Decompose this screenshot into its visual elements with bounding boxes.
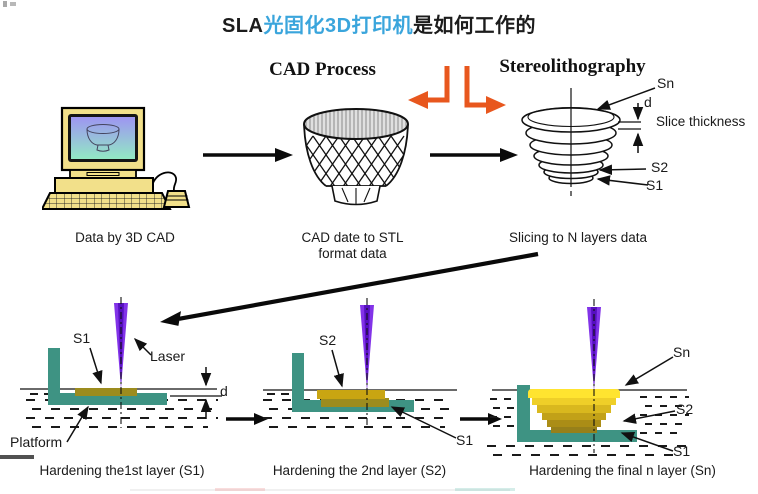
cad-cup-on-screen <box>86 124 120 152</box>
title-suffix: 是如何工作的 <box>413 15 537 37</box>
printed-part-layers <box>528 389 620 433</box>
flow-arrow-right-icon <box>226 413 268 425</box>
computer-caption: Data by 3D CAD <box>75 230 175 245</box>
slice-s2-label: S2 <box>651 159 669 175</box>
mouse <box>152 171 191 208</box>
cropped-next-figure-edge <box>215 488 265 491</box>
title-prefix: SLA <box>221 15 264 37</box>
stereolithography-heading: Stereolithography <box>499 56 646 77</box>
stage1-d-label: d <box>220 383 228 399</box>
slice-thickness-label: Slice thickness <box>656 114 746 129</box>
stage2-s1-label: S1 <box>456 432 474 448</box>
annotation-arrows <box>596 87 656 186</box>
stage3-hardening-sn <box>487 299 689 456</box>
stage3-caption: Hardening the final n layer (Sn) <box>529 463 716 478</box>
monitor <box>60 106 146 179</box>
stage1-caption: Hardening the1st layer (S1) <box>39 463 205 478</box>
cad-process-heading: CAD Process <box>269 59 376 80</box>
stage2-s2-label: S2 <box>319 332 337 348</box>
stage3-sn-label: Sn <box>673 344 691 360</box>
stl-mesh-vase <box>303 108 409 206</box>
stage1-laser-label: Laser <box>150 348 186 364</box>
cropped-next-figure-edge <box>130 489 510 491</box>
cad-to-stl-caption-line1: CAD date to STL <box>301 230 404 245</box>
computer-case <box>54 177 154 194</box>
resin-liquid-dashes <box>487 396 689 456</box>
edge-artifact <box>0 455 34 459</box>
stage3-s2-label: S2 <box>676 401 694 417</box>
corner-artifact <box>10 2 16 6</box>
stage1-hardening-s1 <box>20 297 222 443</box>
slice-ellipses <box>521 106 621 185</box>
hardened-layer-s1 <box>321 398 389 407</box>
vase-top-face <box>303 108 409 140</box>
corner-artifact <box>3 1 7 7</box>
annotation-arrows <box>620 356 676 452</box>
hardened-layer-s1 <box>75 388 137 396</box>
hardened-layer-s2 <box>317 390 385 399</box>
stage2-hardening-s2 <box>263 298 457 439</box>
annotation-arrows <box>331 349 457 439</box>
cropped-next-figure-edge <box>455 488 515 491</box>
slicing-caption: Slicing to N layers data <box>508 230 648 245</box>
page-title: SLA光固化3D打印机是如何工作的 <box>0 9 758 38</box>
cad-to-stl-caption-line2: format data <box>318 246 387 261</box>
annotation-arrows <box>66 337 212 443</box>
title-highlight: 光固化3D打印机 <box>263 15 414 37</box>
stage1-platform-label: Platform <box>10 434 63 450</box>
screen <box>71 117 135 159</box>
slice-s1-label: S1 <box>646 177 664 193</box>
slice-d-label: d <box>644 94 652 110</box>
keyboard <box>42 192 172 210</box>
sliced-layers-stack <box>521 87 656 197</box>
flow-arrow-diagonal-icon <box>160 251 539 326</box>
slice-sn-label: Sn <box>657 75 675 91</box>
triangle-mesh <box>304 135 408 186</box>
flow-arrow-right-icon <box>430 148 518 162</box>
computer-illustration <box>42 106 191 210</box>
orange-corner-arrows-icon <box>408 66 506 114</box>
flow-arrow-right-icon <box>203 148 293 162</box>
stage2-caption: Hardening the 2nd layer (S2) <box>272 463 447 478</box>
stage1-s1-label: S1 <box>73 330 91 346</box>
stage3-s1-label: S1 <box>673 443 691 459</box>
